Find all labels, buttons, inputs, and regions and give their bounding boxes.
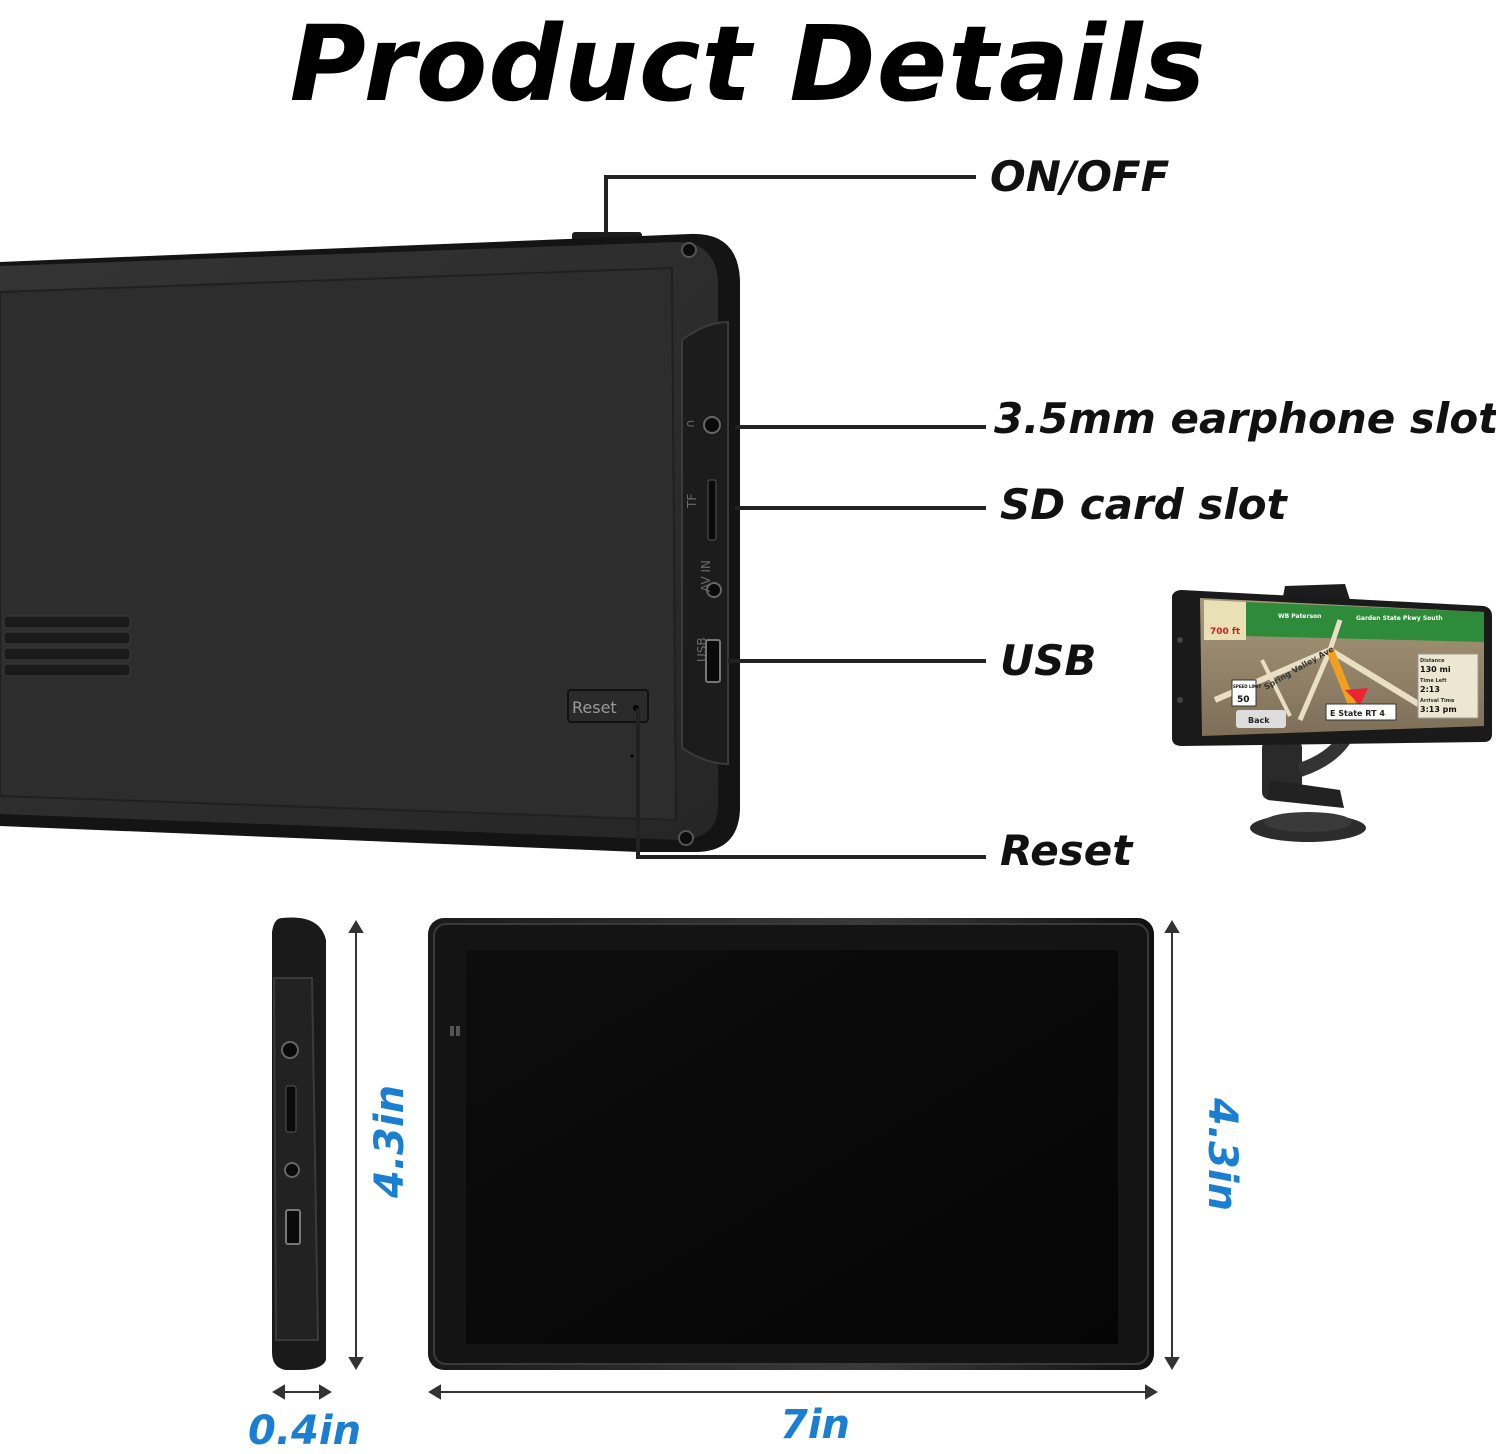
- gps-distance: 700 ft: [1210, 627, 1241, 637]
- device-side-profile: [272, 917, 326, 1370]
- gps-time-left-label: Time Left: [1420, 678, 1447, 684]
- usb-port-icon: [285, 1209, 301, 1245]
- earphone-jack-icon: [281, 1041, 299, 1059]
- screw-icon: [678, 830, 694, 846]
- gps-distance-label: Distance: [1420, 658, 1445, 664]
- callout-reset: Reset: [1000, 826, 1133, 875]
- callout-sd-card-slot: SD card slot: [1000, 480, 1287, 529]
- usb-port-icon: [705, 639, 721, 683]
- reset-button-label: Reset: [572, 698, 617, 717]
- gps-arrival-value: 3:13 pm: [1420, 705, 1457, 714]
- earphone-port-label: ∩: [683, 419, 697, 428]
- device-back-view: [0, 232, 740, 853]
- gps-arrival-label: Arrival Time: [1420, 698, 1455, 704]
- dimension-lines: [272, 920, 1180, 1400]
- gps-distance-value: 130 mi: [1420, 665, 1451, 674]
- screw-icon: [681, 242, 697, 258]
- gps-time-left-value: 2:13: [1420, 685, 1440, 694]
- tf-port-label: TF: [685, 494, 699, 509]
- usb-port-label: USB: [695, 637, 709, 662]
- gps-speed-value: 50: [1237, 695, 1250, 705]
- callout-on-off: ON/OFF: [990, 152, 1170, 201]
- dimension-thickness: 0.4in: [248, 1408, 362, 1454]
- gps-speed-label: SPEED LIMIT: [1233, 684, 1261, 689]
- dimension-height-right: 4.3in: [1199, 1098, 1245, 1212]
- sd-slot-icon: [707, 479, 717, 541]
- dimension-width: 7in: [780, 1402, 851, 1448]
- callout-earphone-slot: 3.5mm earphone slot: [994, 394, 1496, 443]
- av-in-port-label: AV IN: [699, 560, 713, 592]
- device-front-view: [428, 918, 1154, 1370]
- sd-slot-icon: [285, 1085, 297, 1133]
- speaker-grille-icon: [3, 615, 131, 677]
- av-jack-icon: [284, 1162, 300, 1178]
- callout-lines: [604, 175, 986, 859]
- gps-street-right: Garden State Pkwy South: [1356, 615, 1443, 622]
- reset-button: [567, 689, 649, 723]
- av-jack-icon: [706, 582, 722, 598]
- gps-street-left: WB Paterson: [1278, 613, 1321, 620]
- earphone-jack-icon: [703, 416, 721, 434]
- gps-back-button[interactable]: Back: [1248, 716, 1270, 725]
- page-title: Product Details: [289, 3, 1207, 125]
- gps-bottom-road: E State RT 4: [1330, 709, 1385, 718]
- mounted-gps-image: [1172, 584, 1492, 842]
- dimension-height-left: 4.3in: [367, 1084, 413, 1198]
- screen-display: [466, 950, 1118, 1344]
- callout-usb: USB: [1000, 636, 1097, 685]
